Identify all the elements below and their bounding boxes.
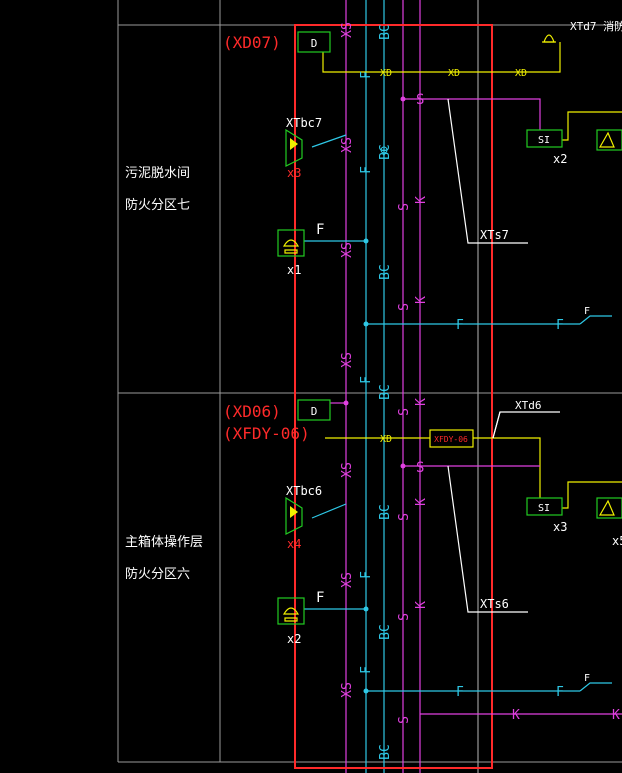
svg-text:F: F [456,685,464,700]
svg-text:XTbc6: XTbc6 [286,484,322,498]
svg-text:BC: BC [378,624,393,640]
svg-text:D: D [311,37,318,50]
svg-text:K: K [512,708,520,723]
svg-text:F: F [316,590,324,606]
svg-text:F: F [584,306,590,317]
svg-text:XS: XS [340,462,355,478]
count-labels: x3 x1 x2 x4 x2 x3 x5 [287,152,622,646]
svg-text:S: S [416,460,424,476]
device-si-lower: SI [526,497,563,516]
svg-text:K: K [414,498,429,506]
svg-text:XS: XS [340,242,355,258]
zone-name: 污泥脱水间 [125,166,191,181]
svg-text:F: F [556,318,564,333]
sounder-icon [596,129,622,151]
branch-labels: XD XD XD XD S S F F F F F F F F K K [316,68,620,723]
svg-text:S: S [397,203,412,211]
svg-text:XTs7: XTs7 [480,228,509,242]
device-d-upper: D [297,31,331,53]
svg-text:XD: XD [448,68,460,79]
svg-text:K: K [414,296,429,304]
svg-text:S: S [397,613,412,621]
svg-text:XS: XS [340,137,355,153]
svg-text:F: F [359,71,374,79]
svg-text:S: S [397,513,412,521]
zone-area: 防火分区六 [125,567,191,582]
svg-text:x2: x2 [553,152,567,166]
svg-text:BC: BC [378,144,393,160]
svg-text:XTd7 消防电: XTd7 消防电 [570,19,622,33]
svg-text:K: K [612,708,620,723]
selection-highlight [294,24,493,769]
svg-text:F: F [359,666,374,674]
svg-text:BC: BC [378,264,393,280]
phone-icon [277,229,305,257]
zone-name: 主箱体操作层 [125,535,204,550]
svg-text:D: D [311,405,318,418]
svg-text:K: K [414,196,429,204]
svg-text:F: F [456,318,464,333]
zone-area: 防火分区七 [125,198,191,213]
branch-lines [304,42,622,715]
svg-text:x2: x2 [287,632,301,646]
svg-text:S: S [416,92,424,108]
svg-text:S: S [397,303,412,311]
svg-text:BC: BC [378,384,393,400]
svg-text:S: S [397,716,412,724]
svg-text:K: K [414,398,429,406]
svg-text:x1: x1 [287,263,301,277]
svg-text:XD: XD [380,68,392,79]
junction-dots [343,96,406,694]
svg-text:(XD06): (XD06) [223,402,281,421]
svg-text:XS: XS [340,352,355,368]
svg-text:S: S [397,408,412,416]
svg-text:XFDY-06: XFDY-06 [434,435,468,444]
device-xfdy-box: XFDY-06 [429,429,474,448]
svg-text:XTd6: XTd6 [515,399,542,412]
svg-text:XD: XD [515,68,527,79]
svg-text:K: K [414,601,429,609]
svg-text:XS: XS [340,572,355,588]
svg-text:x5: x5 [612,534,622,548]
svg-text:SI: SI [538,135,550,146]
svg-text:XD: XD [380,434,392,445]
svg-text:BC: BC [378,24,393,40]
svg-text:x4: x4 [287,537,301,551]
svg-text:BC: BC [378,744,393,760]
svg-text:SI: SI [538,503,550,514]
zone-label-six: 主箱体操作层 防火分区六 [125,527,203,591]
svg-text:x3: x3 [553,520,567,534]
svg-text:XTbc7: XTbc7 [286,116,322,130]
svg-text:F: F [556,685,564,700]
reference-labels: (XD07) (XD06) (XFDY-06) [223,33,310,443]
svg-text:XS: XS [340,22,355,38]
alarm-button-icon [285,128,303,167]
svg-text:F: F [359,376,374,384]
alarm-button-icon [285,496,303,535]
svg-text:XTs6: XTs6 [480,597,509,611]
svg-text:x3: x3 [287,166,301,180]
svg-text:F: F [316,222,324,238]
svg-text:F: F [359,166,374,174]
svg-text:XS: XS [340,682,355,698]
svg-text:(XFDY-06): (XFDY-06) [223,424,310,443]
svg-text:F: F [359,571,374,579]
bell-icon [542,34,556,43]
device-d-lower: D [297,399,331,421]
zone-label-seven: 污泥脱水间 防火分区七 [125,158,190,222]
device-si-upper: SI [526,129,563,148]
svg-text:(XD07): (XD07) [223,33,281,52]
trunk-labels: XS XS XS XS XS XS XS F F F F F BC BC BC … [340,22,429,760]
svg-text:F: F [584,673,590,684]
svg-text:BC: BC [378,504,393,520]
sounder-icon [596,497,622,519]
trunk-lines [345,0,479,773]
tag-labels: XTbc7 XTbc6 XTs7 XTs6 XTd7 消防电 XTd6 [286,19,622,611]
phone-icon [277,597,305,625]
